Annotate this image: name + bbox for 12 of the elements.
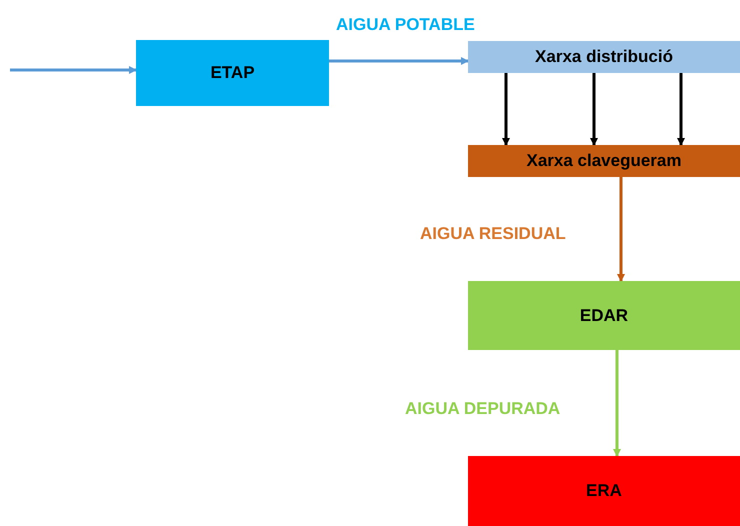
arrow	[502, 73, 510, 146]
arrow	[329, 57, 469, 65]
arrow	[677, 73, 685, 146]
arrow	[613, 350, 621, 457]
process-box: ETAP	[136, 40, 329, 106]
network-bar: Xarxa distribució	[468, 41, 740, 73]
arrow	[590, 73, 598, 146]
network-bar: Xarxa clavegueram	[468, 145, 740, 177]
arrow	[10, 66, 137, 74]
arrow	[617, 177, 625, 282]
process-box: ERA	[468, 456, 740, 526]
process-box: EDAR	[468, 281, 740, 350]
